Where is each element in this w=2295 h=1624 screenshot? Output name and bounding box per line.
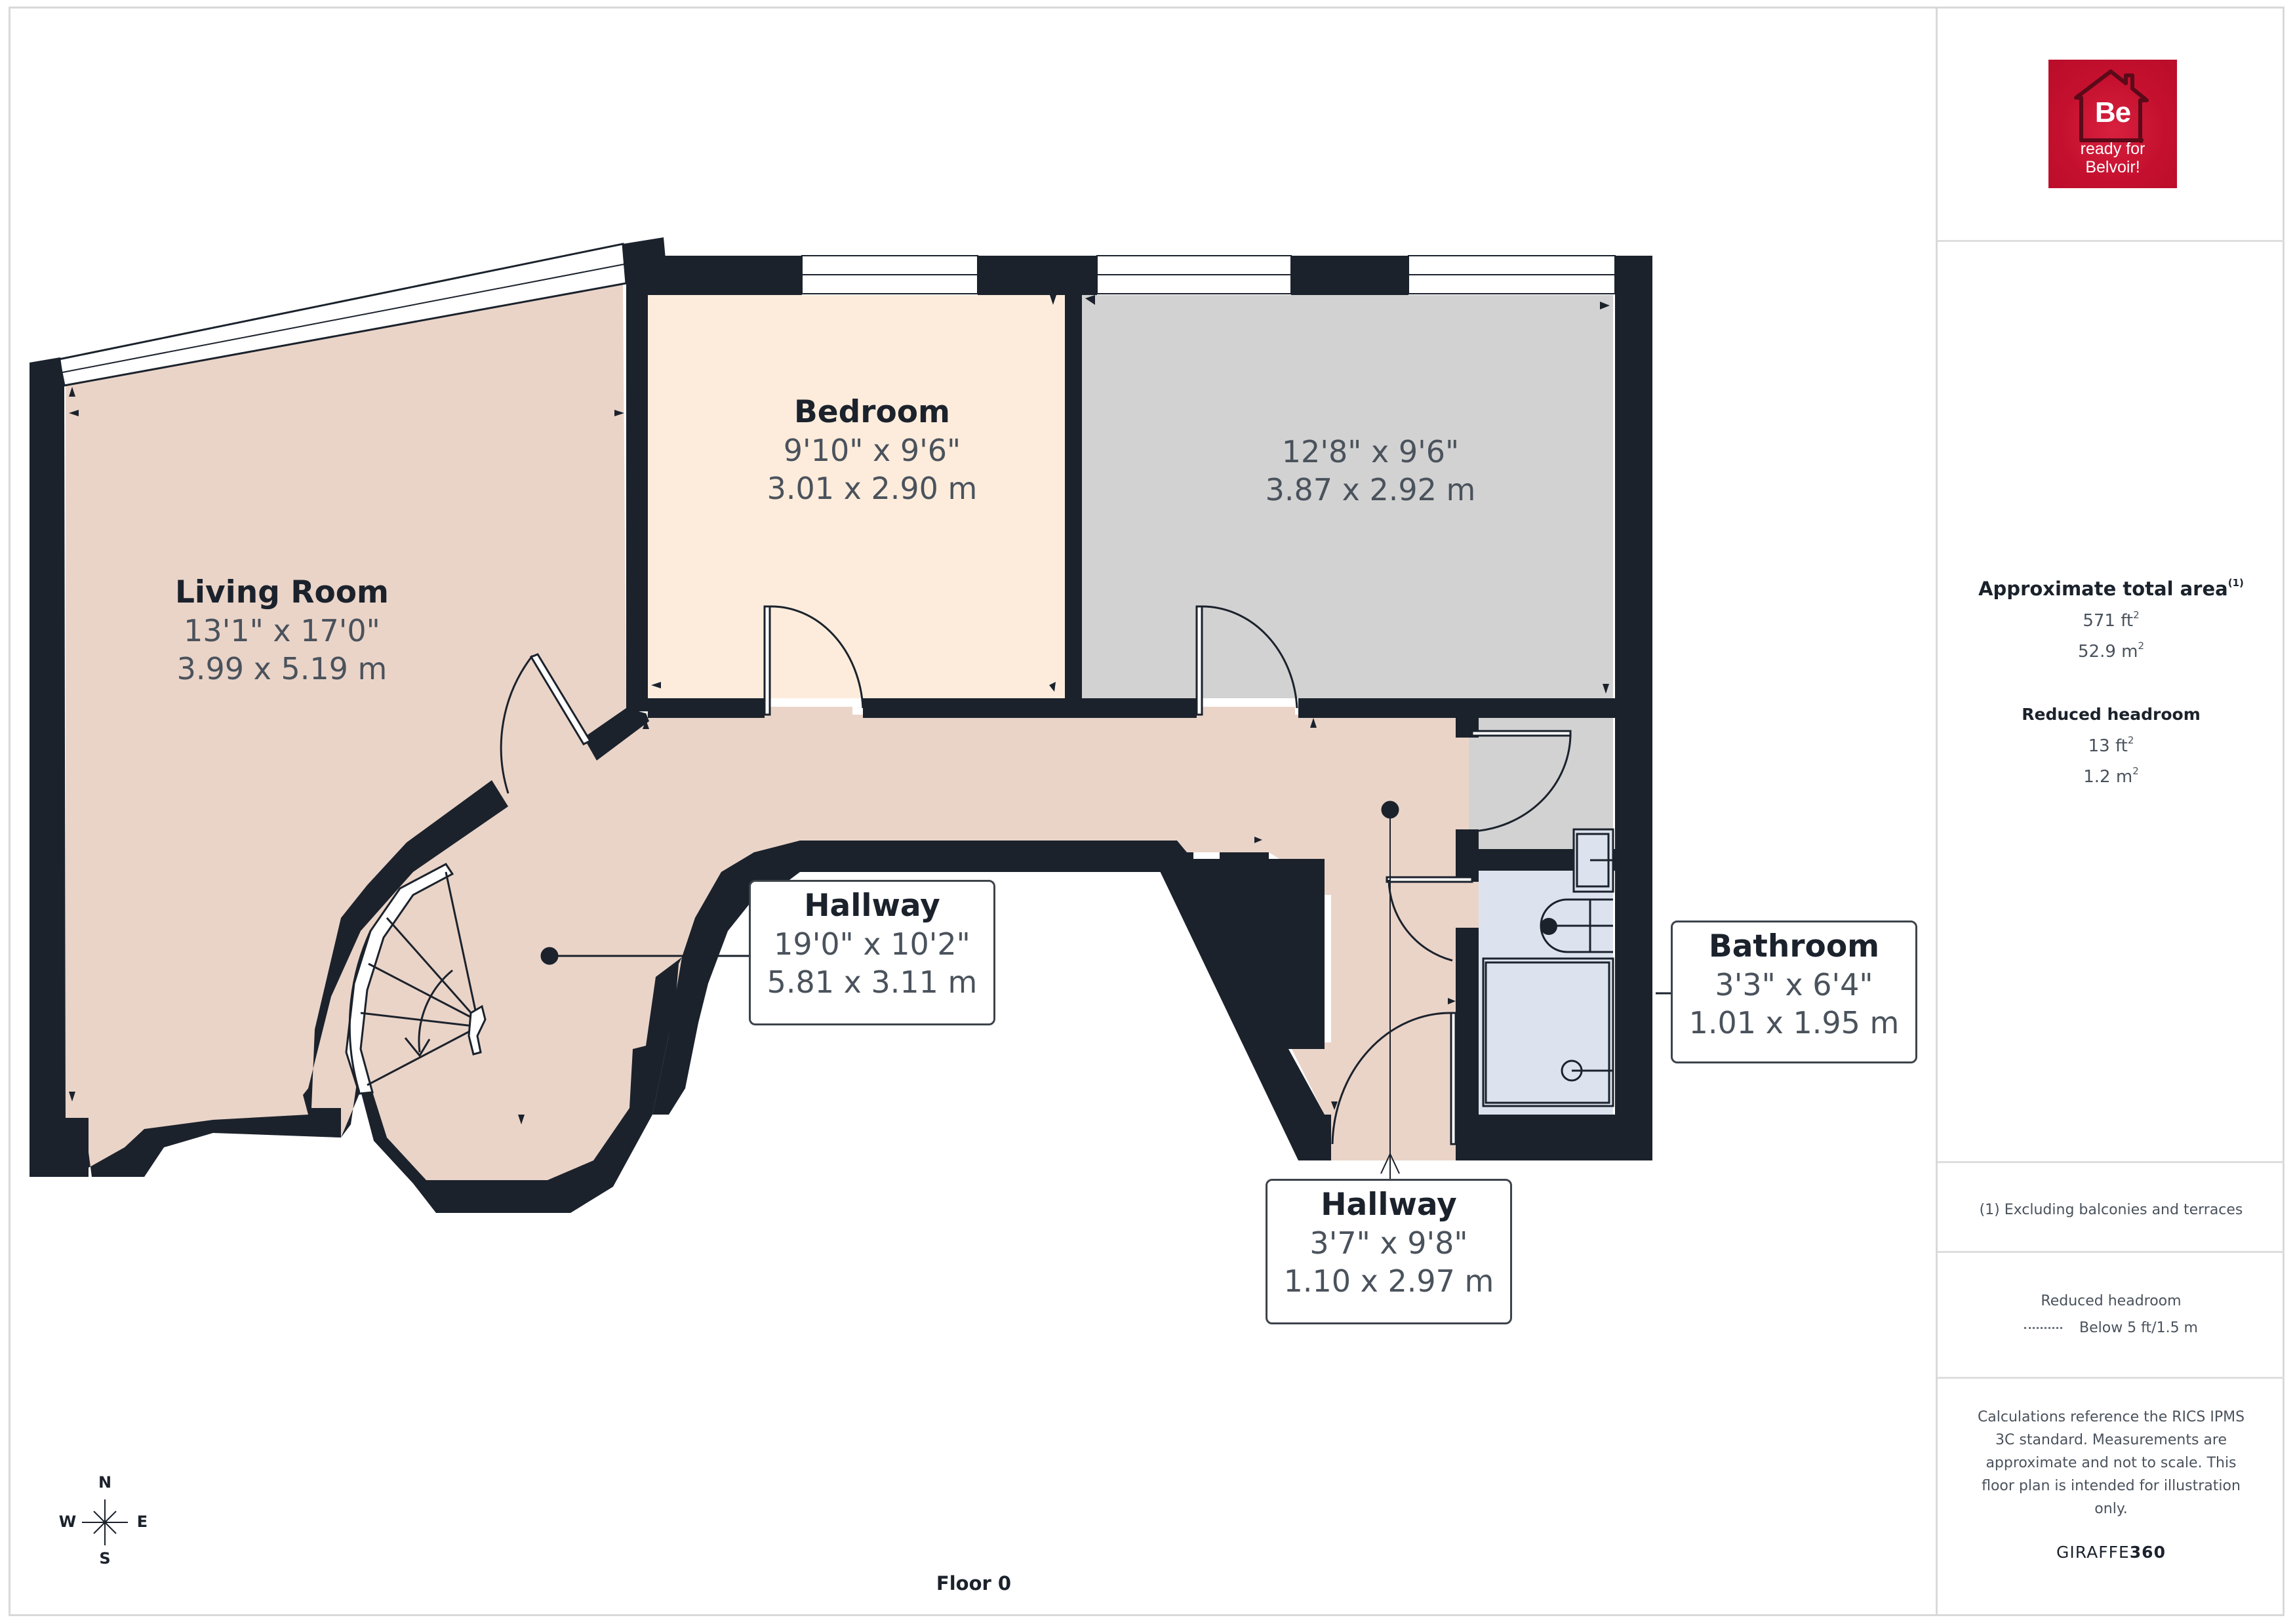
total-area-title: Approximate total area(1): [1938, 577, 2285, 600]
belvoir-logo: Be ready for Belvoir!: [2048, 60, 2177, 188]
spiral-staircase: [345, 863, 487, 1095]
reduced-headroom-sqm: 1.2 m2: [1938, 765, 2285, 787]
callout-hallway-main: Hallway 19'0" x 10'2" 5.81 x 3.11 m: [749, 880, 995, 1025]
house-icon: [2074, 69, 2149, 143]
legend-section: Reduced headroom Below 5 ft/1.5 m: [1938, 1293, 2285, 1336]
compass-rose-icon: [82, 1499, 128, 1545]
room-dimensions-imperial: 19'0" x 10'2": [774, 926, 970, 962]
total-area-sqm: 52.9 m2: [1938, 640, 2285, 662]
hallway-floor-strip: [1331, 1115, 1456, 1160]
legend-item-text: Below 5 ft/1.5 m: [2079, 1320, 2198, 1336]
room-dimensions-metric: 3.99 x 5.19 m: [176, 651, 388, 686]
brand-part-1: GIRAFFE: [2056, 1543, 2130, 1562]
reduced-headroom-title: Reduced headroom: [2022, 705, 2201, 724]
room-name: Hallway: [1321, 1187, 1457, 1223]
legend-title: Reduced headroom: [2041, 1293, 2182, 1309]
logo-line-1: ready for: [2080, 140, 2145, 158]
room-name: Living Room: [174, 574, 389, 610]
sidebar-divider: [1938, 240, 2285, 242]
page-frame: [9, 7, 2285, 1616]
shower: [1482, 957, 1614, 1107]
superscript: 2: [2132, 765, 2139, 777]
room-dimensions-metric: 1.01 x 1.95 m: [1688, 1005, 1900, 1040]
info-sidebar: Be ready for Belvoir! Approximate total …: [1936, 7, 2285, 1616]
room-name: Bathroom: [1708, 928, 1880, 964]
room-name: Hallway: [804, 888, 940, 924]
room-unnamed-floor: [1082, 295, 1613, 698]
room-dimensions-metric: 5.81 x 3.11 m: [767, 964, 978, 1000]
room-dimensions-imperial: 12'8" x 9'6": [1281, 434, 1460, 469]
doors: [500, 605, 1572, 1145]
superscript: 2: [2133, 609, 2140, 621]
logo-line-2: Belvoir!: [2085, 158, 2140, 176]
legend-item: Below 5 ft/1.5 m: [1938, 1320, 2285, 1336]
dimension-markers: [69, 295, 1610, 1124]
superscript: 2: [2138, 640, 2145, 652]
room-label-living-room: Living Room 13'1" x 17'0" 3.99 x 5.19 m: [151, 574, 413, 688]
room-dimensions-imperial: 13'1" x 17'0": [184, 613, 380, 648]
total-area-title-text: Approximate total area: [1978, 578, 2228, 600]
total-area-sqm-value: 52.9 m: [2077, 642, 2138, 662]
room-dimensions-metric: 3.01 x 2.90 m: [767, 471, 978, 506]
footnote-text: (1) Excluding balconies and terraces: [1979, 1202, 2243, 1218]
sidebar-divider: [1938, 1251, 2285, 1253]
room-label-unnamed: 12'8" x 9'6" 3.87 x 2.92 m: [1233, 433, 1508, 509]
brand-part-2: 360: [2129, 1543, 2166, 1562]
compass-east: E: [136, 1513, 148, 1531]
room-dimensions-metric: 3.87 x 2.92 m: [1265, 472, 1476, 507]
room-label-bedroom: Bedroom 9'10" x 9'6" 3.01 x 2.90 m: [741, 393, 1003, 507]
walls: [30, 237, 1652, 1213]
reduced-headroom-sqft: 13 ft2: [1938, 734, 2285, 756]
floor-label: Floor 0: [936, 1572, 1012, 1594]
total-area-sqft: 571 ft2: [1938, 609, 2285, 631]
superscript: 2: [2127, 734, 2134, 746]
room-bedroom-floor: [648, 295, 1065, 698]
sidebar-divider: [1938, 1377, 2285, 1379]
room-dimensions-imperial: 3'7" x 9'8": [1309, 1225, 1468, 1261]
reduced-headroom-sqm-value: 1.2 m: [2083, 767, 2133, 787]
compass-north: N: [98, 1473, 112, 1492]
reduced-headroom-sqft-value: 13 ft: [2088, 736, 2128, 756]
footnote-marker: (1): [2227, 577, 2244, 589]
reduced-headroom-section: Reduced headroom 13 ft2 1.2 m2: [1938, 705, 2285, 787]
bathroom-fixtures: [1482, 828, 1614, 1107]
callout-leaders: [540, 801, 1672, 1180]
giraffe360-brand: GIRAFFE360: [1938, 1543, 2285, 1562]
dotted-line-icon: [2024, 1327, 2062, 1329]
floor-plan: [30, 237, 1672, 1213]
compass-west: W: [58, 1513, 77, 1531]
total-area-section: Approximate total area(1) 571 ft2 52.9 m…: [1938, 577, 2285, 662]
room-dimensions-imperial: 3'3" x 6'4": [1715, 967, 1873, 1002]
total-area-sqft-value: 571 ft: [2083, 611, 2134, 631]
sidebar-divider: [1938, 1161, 2285, 1163]
disclaimer-text: Calculations reference the RICS IPMS 3C …: [1977, 1409, 2245, 1517]
room-dimensions-metric: 1.10 x 2.97 m: [1283, 1263, 1494, 1299]
compass-south: S: [99, 1549, 111, 1568]
living-hallway-floor: [66, 284, 1479, 1213]
room-dimensions-imperial: 9'10" x 9'6": [783, 433, 961, 468]
compass: N W E S: [52, 1472, 157, 1577]
callout-hallway-entrance: Hallway 3'7" x 9'8" 1.10 x 2.97 m: [1266, 1179, 1512, 1324]
callout-bathroom: Bathroom 3'3" x 6'4" 1.01 x 1.95 m: [1671, 921, 1917, 1063]
room-name: Bedroom: [793, 394, 951, 430]
logo-be-text: Be: [2094, 96, 2131, 129]
